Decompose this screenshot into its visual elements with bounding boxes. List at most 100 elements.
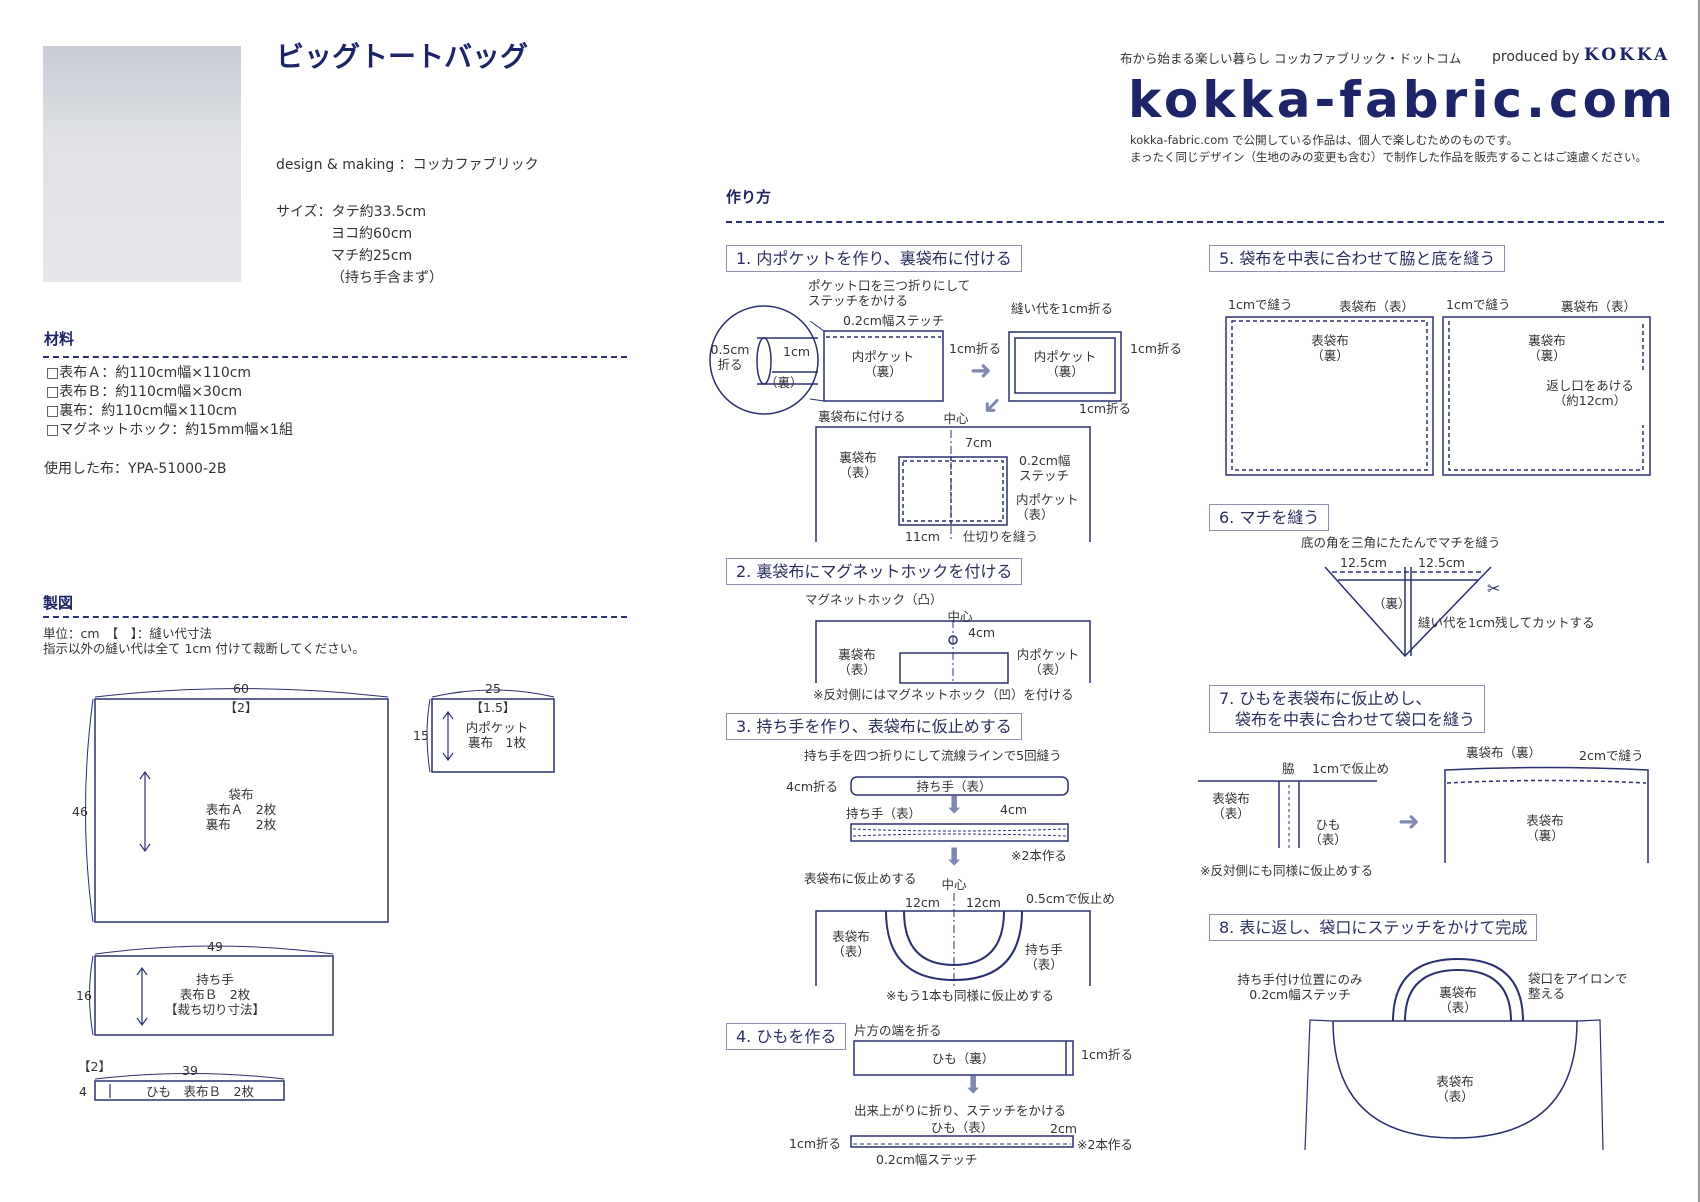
step1-label: 1cm折る — [949, 341, 1002, 356]
size-label: サイズ：タテ約33.5cm — [276, 204, 427, 220]
step7-label: 1cmで仮止め — [1312, 761, 1390, 776]
step8-label: 持ち手付け位置にのみ 0.2cm幅ステッチ — [1237, 972, 1363, 1002]
arrow-down-icon: ⬇ — [944, 843, 965, 871]
step-4-title: 4. ひもを作る — [726, 1023, 847, 1050]
material-item: □裏布：約110cm幅×110cm — [46, 403, 238, 419]
step-3-title: 3. 持ち手を作り、表袋布に仮止めする — [726, 713, 1022, 740]
howto-divider — [726, 221, 1664, 223]
step-7-title: 7. ひもを表袋布に仮止めし、 袋布を中表に合わせて袋口を縫う — [1209, 685, 1486, 733]
step1-label: 仕切りを縫う — [963, 529, 1039, 544]
step7-label: 脇 — [1282, 761, 1295, 776]
body-height: 46 — [72, 804, 88, 819]
arrow-down-icon: ⬇ — [963, 1071, 984, 1099]
step3-label: ※もう1本も同様に仮止めする — [886, 988, 1055, 1003]
step-1-title: 1. 内ポケットを作り、裏袋布に付ける — [726, 245, 1022, 272]
pattern-body-piece — [85, 688, 389, 923]
handle-label: 持ち手 表布Ｂ 2枚 【裁ち切り寸法】 — [164, 972, 266, 1017]
step1-label: 0.2cm幅 ステッチ — [1019, 453, 1071, 483]
pattern-string-piece — [94, 1073, 285, 1101]
materials-heading: 材料 — [44, 330, 75, 348]
step4-label: 1cm折る — [789, 1136, 842, 1151]
produced-by: produced by — [1492, 49, 1580, 65]
pattern-divider — [43, 616, 627, 618]
body-width: 60 — [233, 681, 249, 696]
step-5-title: 5. 袋布を中表に合わせて脇と底を縫う — [1209, 245, 1506, 272]
step2-label: ※反対側にはマグネットホック（凹）を付ける — [813, 687, 1074, 702]
step6-label: 底の角を三角にたたんでマチを縫う — [1301, 535, 1501, 550]
handle-width: 49 — [207, 939, 223, 954]
step3-label: 持ち手 （表） — [1025, 942, 1063, 972]
pocket-width: 25 — [485, 681, 501, 696]
arrow-down-icon: ⬇ — [944, 791, 965, 819]
step5-label: 1cmで縫う — [1446, 297, 1511, 312]
step1-label: 7cm — [965, 435, 993, 450]
step4-label: ひも（表） — [930, 1120, 994, 1135]
step7-label: 表袋布 （表） — [1212, 791, 1250, 821]
step3-label: 持ち手を四つ折りにして流線ラインで5回縫う — [804, 748, 1062, 763]
page-title: ビッグトートバッグ — [276, 40, 529, 73]
brand-tagline: 布から始まる楽しい暮らし コッカファブリック・ドットコム — [1120, 51, 1462, 66]
step4-label: 1cm折る — [1081, 1047, 1134, 1062]
step3-label: 中心 — [941, 877, 967, 892]
material-item: □表布Ｂ：約110cm幅×30cm — [46, 384, 243, 400]
step4-label: 0.2cm幅ステッチ — [876, 1152, 978, 1167]
step1-label: 裏袋布 （表） — [839, 450, 877, 480]
scissors-icon: ✂ — [1487, 579, 1500, 598]
pattern-heading: 製図 — [43, 594, 74, 612]
site-logo[interactable]: kokka-fabric.com — [1128, 71, 1678, 129]
step1-label: ポケット口を三つ折りにして ステッチをかける — [808, 278, 971, 308]
fabric-used: 使用した布：YPA-51000-2B — [44, 461, 227, 477]
step7-label: 表袋布 （裏） — [1526, 813, 1564, 843]
step-6-title: 6. マチを縫う — [1209, 504, 1330, 531]
kokka-wordmark: KOKKA — [1584, 45, 1671, 65]
step1-label: 0.2cm幅ステッチ — [843, 313, 945, 328]
usage-notice-2: まったく同じデザイン（生地のみの変更も含む）で制作した作品を販売することはご遠慮… — [1130, 150, 1648, 164]
step2-label: 裏袋布 （表） — [838, 647, 876, 677]
material-item: □表布Ａ：約110cm幅×110cm — [46, 365, 252, 381]
step3-label: ※2本作る — [1011, 848, 1067, 863]
step1-label: 縫い代を1cm折る — [1011, 301, 1114, 316]
step3-label: 12cm — [905, 895, 940, 910]
step1-label: 1cm折る — [1079, 401, 1132, 416]
step3-label: 0.5cmで仮止め — [1026, 891, 1115, 906]
step8-label: 袋口をアイロンで 整える — [1528, 971, 1628, 1001]
step4-label: ひも（裏） — [931, 1051, 995, 1066]
size-note: （持ち手含まず） — [331, 270, 443, 286]
step2-label: 中心 — [947, 609, 973, 624]
step1-label: 1cm — [783, 344, 811, 359]
step4-label: 片方の端を折る — [854, 1023, 942, 1038]
step6-label: 12.5cm — [1418, 555, 1465, 570]
pocket-height: 15 — [413, 728, 429, 743]
step3-label: 4cm — [1000, 802, 1028, 817]
howto-heading: 作り方 — [726, 188, 772, 206]
step2-label: マグネットホック（凸） — [805, 592, 943, 607]
size-width: ヨコ約60cm — [331, 226, 413, 242]
body-seam: 【2】 — [224, 700, 258, 715]
step-8-title: 8. 表に返し、袋口にステッチをかけて完成 — [1209, 914, 1538, 941]
string-width: 39 — [182, 1063, 198, 1078]
step1-label: 1cm折る — [1130, 341, 1183, 356]
step5-label: 裏袋布 （裏） — [1528, 333, 1566, 363]
pattern-handle-piece — [89, 945, 334, 1036]
handle-height: 16 — [76, 988, 92, 1003]
step3-label: 表袋布に仮止めする — [804, 871, 917, 886]
pattern-note: 指示以外の縫い代は全て 1cm 付けて裁断してください。 — [43, 641, 365, 656]
pattern-unit: 単位：cm 【 】：縫い代寸法 — [43, 626, 213, 641]
step5-label: 表袋布 （裏） — [1311, 333, 1349, 363]
pattern-pocket-piece — [426, 689, 555, 773]
string-height: 4 — [79, 1084, 87, 1099]
step3-label: 持ち手（表） — [846, 806, 922, 821]
materials-divider — [43, 356, 627, 358]
step1-label: 内ポケット （表） — [1016, 492, 1079, 522]
step1-label: 裏袋布に付ける — [818, 409, 906, 424]
pocket-seam: 【1.5】 — [470, 700, 516, 715]
size-gusset: マチ約25cm — [331, 248, 413, 264]
material-item: □マグネットホック：約15mm幅×1組 — [46, 422, 293, 438]
product-photo — [43, 46, 241, 282]
arrow-right-icon: ➜ — [1398, 807, 1420, 837]
arrow-right-icon: ➜ — [970, 356, 992, 386]
string-label: ひも 表布Ｂ 2枚 — [146, 1084, 254, 1099]
step4-label: 2cm — [1050, 1121, 1078, 1136]
step8-label: 表袋布 （表） — [1436, 1074, 1474, 1104]
